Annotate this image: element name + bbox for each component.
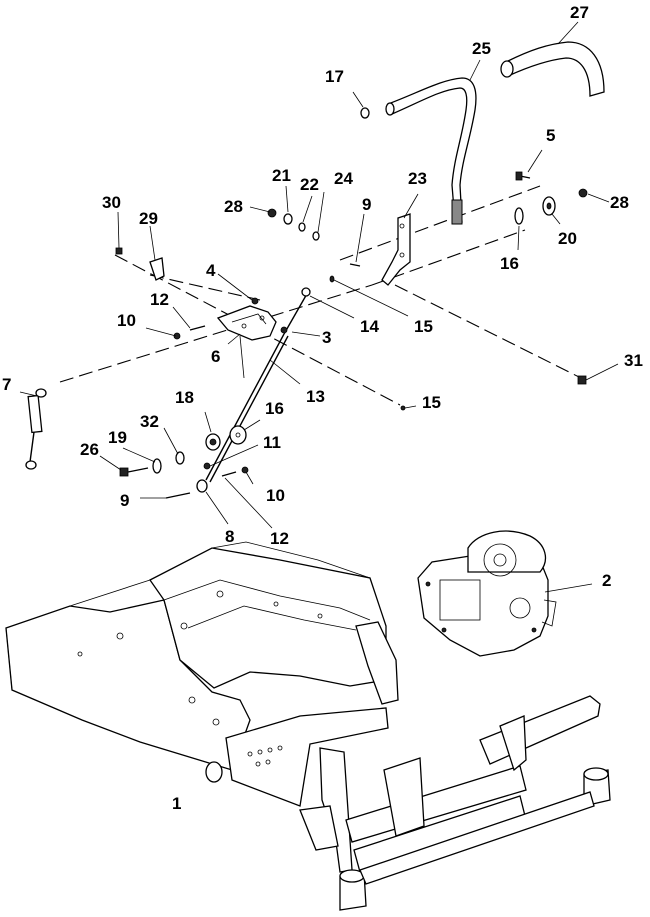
callout-labels: 1 2 3 4 5 6 7 8 9 9 10 10 11 12 12 13 14… — [2, 3, 643, 813]
hardware-left-pivot — [115, 247, 406, 411]
callout-29: 29 — [139, 209, 158, 228]
callout-28a: 28 — [224, 197, 243, 216]
callout-19: 19 — [108, 428, 127, 447]
hardware-mid-upper — [267, 208, 361, 283]
motion-control-handle-25 — [385, 77, 477, 225]
callout-14: 14 — [360, 317, 379, 336]
pivot-bracket-6 — [216, 305, 277, 341]
callout-9a: 9 — [120, 491, 129, 510]
callout-17: 17 — [325, 67, 344, 86]
callout-8: 8 — [225, 527, 234, 546]
callout-27: 27 — [570, 3, 589, 22]
hardware-lower-linkage — [119, 425, 249, 499]
callout-15a: 15 — [414, 317, 433, 336]
callout-13: 13 — [306, 387, 325, 406]
callout-5: 5 — [546, 126, 555, 145]
callout-30: 30 — [102, 193, 121, 212]
callout-9b: 9 — [362, 195, 371, 214]
callout-22: 22 — [300, 175, 319, 194]
callout-2: 2 — [602, 571, 611, 590]
handle-grip-27 — [500, 41, 605, 97]
callout-10b: 10 — [266, 486, 285, 505]
main-frame-1 — [5, 541, 611, 911]
callout-10a: 10 — [117, 311, 136, 330]
leader-lines — [19, 21, 619, 593]
bracket-23 — [381, 213, 411, 286]
hardware-upper-right — [360, 107, 588, 385]
callout-28b: 28 — [610, 193, 629, 212]
callout-24: 24 — [334, 169, 353, 188]
callout-4: 4 — [206, 261, 216, 280]
callout-3: 3 — [322, 328, 331, 347]
callout-12b: 12 — [270, 529, 289, 548]
callout-12a: 12 — [150, 290, 169, 309]
callout-11: 11 — [263, 433, 281, 452]
callout-6: 6 — [211, 347, 220, 366]
callout-21: 21 — [272, 166, 291, 185]
callout-16b: 16 — [500, 254, 519, 273]
callout-25: 25 — [472, 39, 491, 58]
callout-23: 23 — [408, 169, 427, 188]
callout-31: 31 — [624, 351, 643, 370]
callout-15b: 15 — [422, 393, 441, 412]
callout-20: 20 — [558, 229, 577, 248]
control-rod-13 — [205, 287, 311, 483]
callout-32: 32 — [140, 412, 159, 431]
callout-16a: 16 — [265, 399, 284, 418]
gas-spring-7 — [25, 388, 47, 470]
callout-26: 26 — [80, 440, 99, 459]
hydro-transmission-2 — [417, 530, 557, 657]
callout-7: 7 — [2, 375, 11, 394]
callout-18: 18 — [175, 388, 194, 407]
callout-1: 1 — [172, 794, 181, 813]
